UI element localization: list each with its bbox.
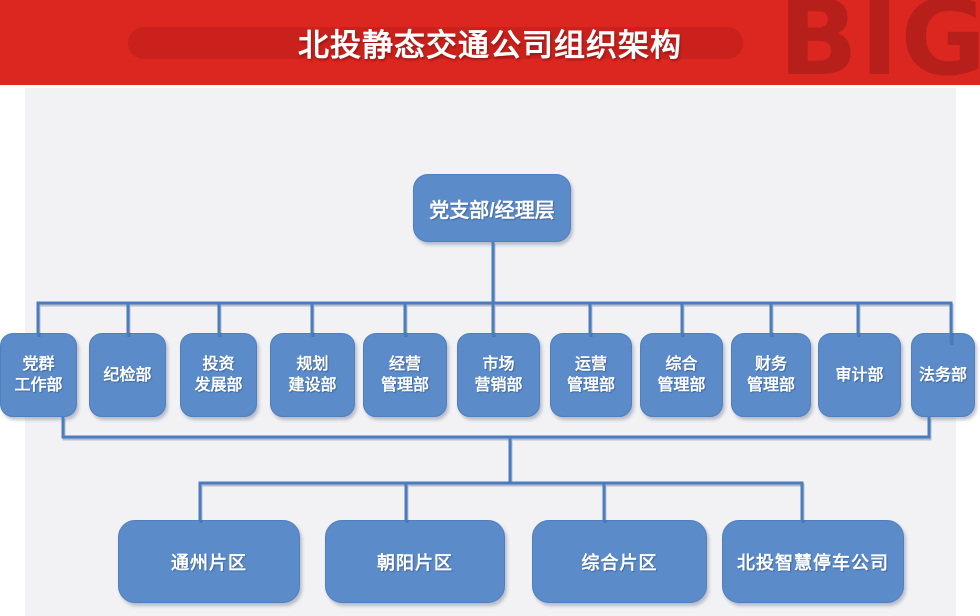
org-node-branch-tongzhou: 通州片区 xyxy=(118,520,300,603)
dept-label-line: 市场 xyxy=(482,356,515,373)
dept-label-line: 营销部 xyxy=(474,377,523,394)
dept-label-line: 建设部 xyxy=(288,377,337,394)
dept-label-line: 审计部 xyxy=(835,366,884,384)
dept-label-line: 管理部 xyxy=(566,377,615,394)
branch-label: 朝阳片区 xyxy=(377,552,453,573)
dept-label-line: 管理部 xyxy=(746,377,795,394)
org-chart: 党支部/经理层 党群 工作部 纪检部 投资 发展部 规划 建设部 经营 管理部 … xyxy=(0,85,980,616)
org-node-dept-jingying: 经营 管理部 xyxy=(363,333,447,417)
dept-label-line: 综合 xyxy=(665,356,698,373)
org-node-dept-dangqun: 党群 工作部 xyxy=(0,333,77,417)
dept-label-line: 纪检部 xyxy=(103,366,152,384)
org-node-dept-yunying: 运营 管理部 xyxy=(550,333,632,417)
branch-label: 通州片区 xyxy=(171,552,247,573)
org-node-branch-zhihuitingche: 北投智慧停车公司 xyxy=(722,520,904,603)
page-title: 北投静态交通公司组织架构 xyxy=(298,28,682,63)
org-node-dept-jijian: 纪检部 xyxy=(89,333,166,417)
slide-header: BIG 北投静态交通公司组织架构 xyxy=(0,0,980,85)
org-node-dept-shichang: 市场 营销部 xyxy=(457,333,540,417)
dept-label-line: 投资 xyxy=(202,356,235,373)
slide-body: 党支部/经理层 党群 工作部 纪检部 投资 发展部 规划 建设部 经营 管理部 … xyxy=(0,85,980,616)
org-node-root: 党支部/经理层 xyxy=(413,174,571,242)
dept-label-line: 法务部 xyxy=(918,366,967,384)
org-node-dept-shenji: 审计部 xyxy=(818,333,901,417)
org-node-dept-caiwu: 财务 管理部 xyxy=(731,333,811,417)
big-logo-watermark: BIG xyxy=(778,0,980,85)
branch-label: 北投智慧停车公司 xyxy=(737,552,889,573)
org-node-branch-chaoyang: 朝阳片区 xyxy=(325,520,505,603)
dept-label-line: 管理部 xyxy=(380,377,429,394)
org-node-dept-guihua: 规划 建设部 xyxy=(270,333,355,417)
org-node-label: 党支部/经理层 xyxy=(429,199,555,222)
dept-label-line: 经营 xyxy=(388,356,421,373)
branch-label: 综合片区 xyxy=(581,552,658,573)
org-node-dept-zonghe: 综合 管理部 xyxy=(640,333,723,417)
org-node-dept-touzi: 投资 发展部 xyxy=(180,333,257,417)
dept-label-line: 规划 xyxy=(296,356,329,373)
org-node-dept-fawu: 法务部 xyxy=(911,333,975,417)
header-logo-band xyxy=(128,27,743,59)
dept-label-line: 发展部 xyxy=(194,377,243,394)
dept-label-line: 运营 xyxy=(574,356,607,373)
org-node-branch-zonghe: 综合片区 xyxy=(532,520,707,603)
dept-label-line: 党群 xyxy=(22,356,55,373)
dept-label-line: 财务 xyxy=(754,356,787,373)
dept-label-line: 工作部 xyxy=(14,377,63,394)
dept-label-line: 管理部 xyxy=(657,377,706,394)
